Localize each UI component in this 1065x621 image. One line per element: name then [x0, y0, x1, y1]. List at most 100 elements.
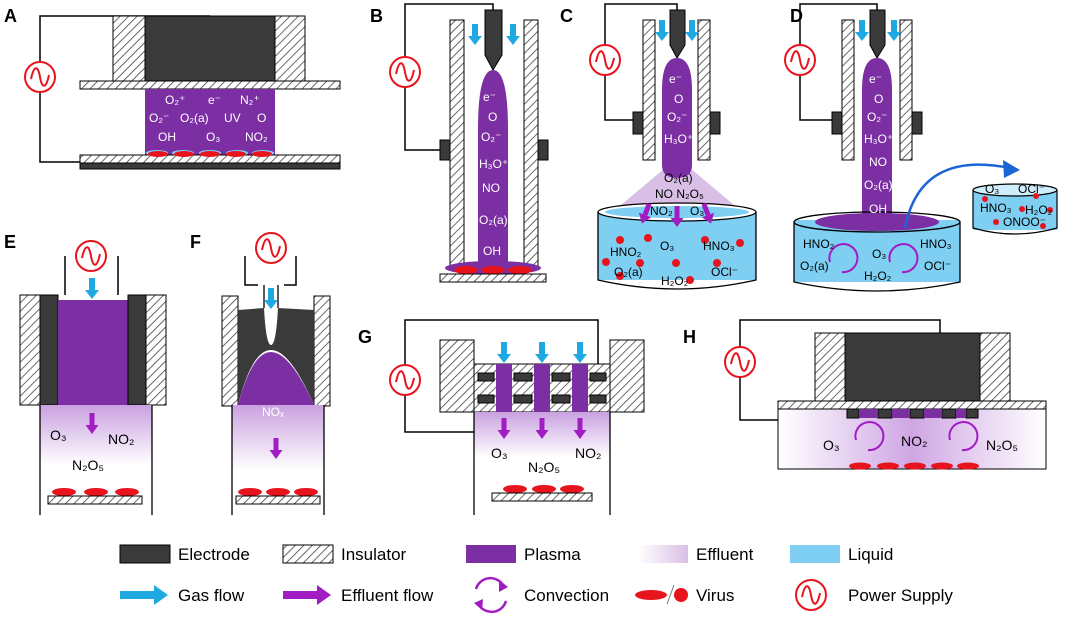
- svg-text:O: O: [674, 92, 683, 106]
- svg-text:NO₂: NO₂: [901, 433, 927, 449]
- svg-text:NO₂: NO₂: [650, 204, 673, 218]
- svg-text:O₃: O₃: [690, 204, 704, 218]
- svg-text:ONOO⁻: ONOO⁻: [1003, 215, 1046, 229]
- insulator-swatch: [282, 544, 334, 564]
- panel-a: O₂⁺ e⁻ N₂⁺ O₂⁻ O₂(a) UV O OH O₃ NO₂: [24, 15, 341, 170]
- panel-d: e⁻ O O₂⁻ H₃O⁺ NO O₂(a) OH HNO₂ O₃ HNO₃ O…: [784, 3, 1058, 292]
- effluent-flow-arrow-icon: [283, 585, 331, 605]
- panel-label-b: B: [370, 6, 383, 26]
- panel-label-c: C: [560, 6, 573, 26]
- panel-label-d: D: [790, 6, 803, 26]
- svg-text:e⁻: e⁻: [669, 72, 682, 86]
- svg-text:O₃: O₃: [206, 130, 220, 144]
- svg-text:OCl⁻: OCl⁻: [924, 259, 951, 273]
- svg-text:N₂O₅: N₂O₅: [528, 459, 560, 475]
- power-supply-icon: [75, 240, 107, 272]
- power-supply-icon: [724, 346, 756, 378]
- svg-text:O₂(a): O₂(a): [614, 265, 643, 279]
- svg-text:O₃: O₃: [985, 182, 999, 196]
- panel-b: e⁻ O O₂⁻ H₃O⁺ NO O₂(a) OH: [389, 3, 549, 283]
- svg-text:NO₂: NO₂: [108, 431, 134, 447]
- svg-text:HNO₃: HNO₃: [980, 201, 1012, 215]
- svg-text:O₂(a): O₂(a): [800, 259, 829, 273]
- svg-text:H₂O₂: H₂O₂: [661, 274, 689, 288]
- svg-text:N₂O₅: N₂O₅: [72, 457, 104, 473]
- svg-text:e⁻: e⁻: [208, 93, 221, 107]
- svg-text:O₂(a): O₂(a): [864, 178, 893, 192]
- svg-text:O₂(a): O₂(a): [479, 213, 508, 227]
- svg-text:Electrode: Electrode: [178, 545, 250, 564]
- svg-text:OH: OH: [483, 244, 501, 258]
- svg-text:NO N₂O₅: NO N₂O₅: [655, 187, 704, 201]
- liquid-swatch: [790, 545, 840, 563]
- power-supply-icon: [389, 56, 421, 88]
- svg-text:H₂O₂: H₂O₂: [864, 269, 892, 283]
- panel-h: O₃ NO₂ N₂O₅: [724, 319, 1047, 470]
- svg-text:NO₂: NO₂: [575, 445, 601, 461]
- panel-label-a: A: [4, 6, 17, 26]
- svg-text:HNO₂: HNO₂: [803, 237, 835, 251]
- svg-text:O₂⁻: O₂⁻: [667, 110, 687, 124]
- panel-label-f: F: [190, 232, 201, 252]
- effluent-swatch: [638, 545, 688, 563]
- electrode-swatch: [119, 544, 171, 564]
- svg-text:O: O: [257, 111, 266, 125]
- svg-text:Power Supply: Power Supply: [848, 586, 953, 605]
- svg-text:Effluent flow: Effluent flow: [341, 586, 434, 605]
- power-supply-icon: [24, 61, 56, 93]
- svg-text:Virus: Virus: [696, 586, 734, 605]
- power-supply-icon: [784, 44, 816, 76]
- panel-f: NOₓ: [221, 232, 331, 515]
- virus-icon: [635, 584, 688, 605]
- svg-text:Insulator: Insulator: [341, 545, 407, 564]
- panel-g: O₃ N₂O₅ NO₂: [389, 319, 645, 515]
- svg-text:OH: OH: [158, 130, 176, 144]
- svg-text:Convection: Convection: [524, 586, 609, 605]
- svg-text:NOₓ: NOₓ: [262, 405, 284, 419]
- svg-text:OCl⁻: OCl⁻: [1018, 182, 1045, 196]
- svg-text:O₂⁺: O₂⁺: [165, 93, 185, 107]
- power-supply-icon: [589, 44, 621, 76]
- svg-text:e⁻: e⁻: [869, 72, 882, 86]
- power-supply-icon: [389, 364, 421, 396]
- svg-text:H₃O⁺: H₃O⁺: [864, 132, 893, 146]
- svg-text:O₂⁻: O₂⁻: [867, 110, 887, 124]
- svg-text:O₃: O₃: [823, 437, 840, 453]
- svg-text:N₂⁺: N₂⁺: [240, 93, 260, 107]
- svg-text:NO₂: NO₂: [245, 130, 268, 144]
- svg-text:Effluent: Effluent: [696, 545, 754, 564]
- svg-text:UV: UV: [224, 111, 241, 125]
- svg-text:O₃: O₃: [660, 239, 674, 253]
- svg-text:O₃: O₃: [872, 247, 886, 261]
- svg-text:H₂O₂: H₂O₂: [1025, 203, 1053, 217]
- svg-text:O₃: O₃: [491, 445, 508, 461]
- panel-label-h: H: [683, 327, 696, 347]
- panel-label-g: G: [358, 327, 372, 347]
- legend: Electrode Insulator Plasma Effluent Liqu…: [119, 544, 953, 614]
- svg-text:NO: NO: [482, 181, 500, 195]
- svg-text:HNO₃: HNO₃: [920, 237, 952, 251]
- plasma-swatch: [466, 545, 516, 563]
- power-supply-icon: [255, 232, 287, 264]
- convection-icon: [474, 576, 508, 614]
- panel-e: O₃ NO₂ N₂O₅: [19, 240, 167, 515]
- svg-text:O₂(a): O₂(a): [664, 171, 693, 185]
- svg-text:HNO₂: HNO₂: [610, 245, 642, 259]
- svg-text:O: O: [488, 110, 497, 124]
- svg-text:O: O: [874, 92, 883, 106]
- svg-text:e⁻: e⁻: [483, 90, 496, 104]
- gas-flow-arrow-icon: [120, 585, 168, 605]
- power-supply-icon: [795, 579, 827, 611]
- svg-text:HNO₃: HNO₃: [703, 239, 735, 253]
- panel-c: e⁻ O O₂⁻ H₃O⁺ O₂(a) NO N₂O₅ NO₂ O₃ HNO₂ …: [589, 3, 757, 290]
- svg-text:OH: OH: [869, 202, 887, 216]
- svg-text:O₂⁻: O₂⁻: [481, 130, 501, 144]
- svg-text:NO: NO: [869, 155, 887, 169]
- svg-text:O₂⁻: O₂⁻: [149, 111, 169, 125]
- svg-text:Liquid: Liquid: [848, 545, 893, 564]
- svg-text:O₂(a): O₂(a): [180, 111, 209, 125]
- svg-text:Gas flow: Gas flow: [178, 586, 245, 605]
- svg-text:Plasma: Plasma: [524, 545, 581, 564]
- svg-text:H₃O⁺: H₃O⁺: [479, 157, 508, 171]
